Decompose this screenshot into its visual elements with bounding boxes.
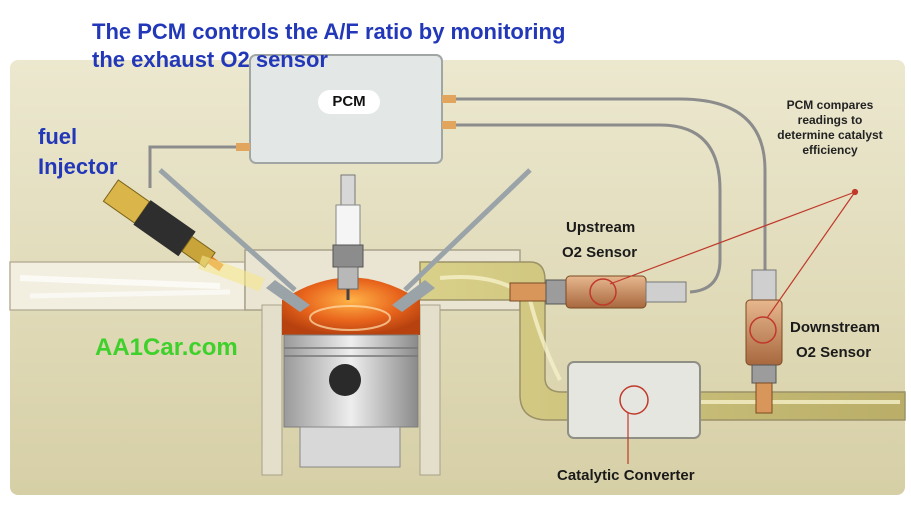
pcm-label: PCM: [318, 90, 380, 114]
pointer-lines: [609, 188, 859, 464]
downstream-sensor-label-line-2: O2 Sensor: [796, 344, 872, 361]
cylinder-wall-left: [261, 304, 283, 476]
wire-downstream-sensor: [456, 97, 767, 272]
spark-plug: [332, 174, 364, 300]
title-line-1: The PCM controls the A/F ratio by monito…: [92, 19, 566, 44]
pcm-compares-note: PCM compares readings to determine catal…: [777, 98, 883, 157]
upstream-sensor-label-line-2: O2 Sensor: [562, 244, 638, 261]
downstream-o2-sensor: [745, 269, 783, 414]
injector-label-line-1: fuel: [38, 124, 78, 149]
cylinder-wall-right: [419, 304, 441, 476]
upstream-o2-sensor: [509, 275, 687, 309]
injector-label-line-2: Injector: [38, 154, 118, 179]
catalytic-converter-body: [567, 361, 701, 439]
title-line-2: the exhaust O2 sensor: [92, 47, 328, 72]
catalytic-converter-label: Catalytic Converter: [557, 467, 695, 484]
watermark: AA1Car.com: [95, 334, 238, 361]
upstream-sensor-label-line-1: Upstream: [566, 219, 636, 236]
wrist-pin: [329, 364, 361, 396]
downstream-sensor-label-line-1: Downstream: [790, 319, 881, 336]
intake-valve: [158, 168, 310, 312]
wire-upstream-sensor: [456, 123, 722, 294]
exhaust-valve: [392, 168, 532, 312]
wire-injector: [148, 145, 236, 188]
